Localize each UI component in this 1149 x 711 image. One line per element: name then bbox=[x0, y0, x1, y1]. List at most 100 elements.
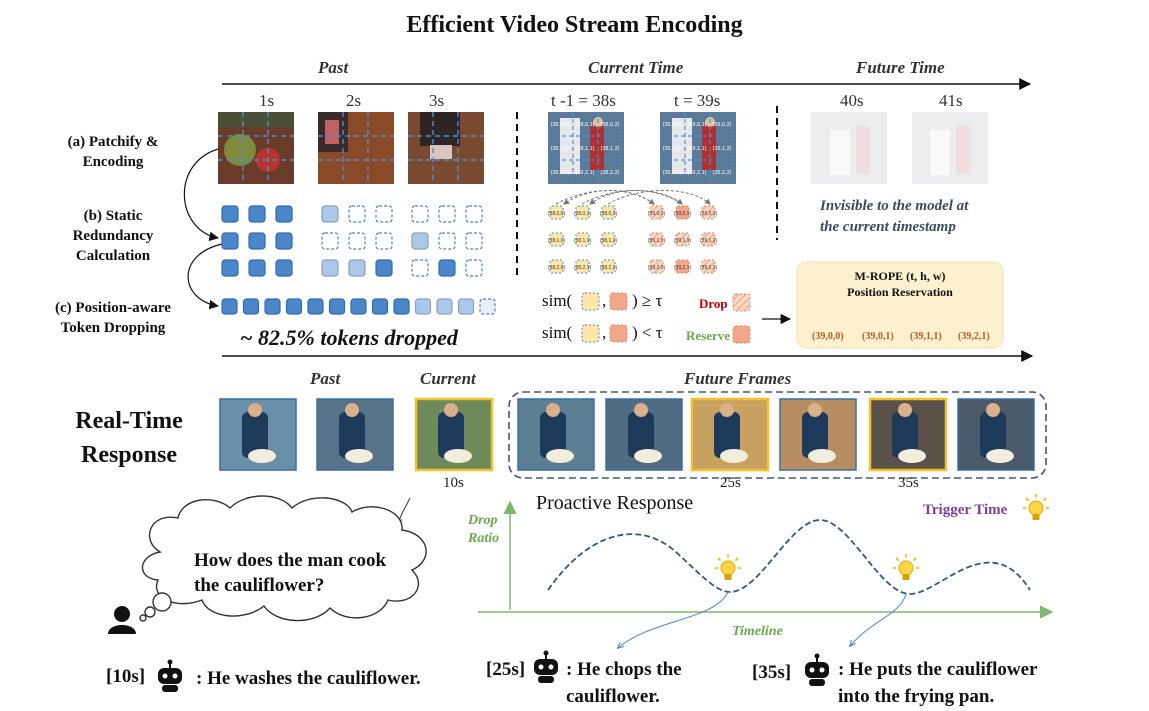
sim-reserve-token-b bbox=[609, 324, 628, 343]
realtime-response-title: Real-Time Response bbox=[75, 408, 183, 468]
drop-label: Drop bbox=[699, 296, 728, 311]
prev-frame-token bbox=[601, 205, 616, 220]
kept-token bbox=[285, 298, 303, 315]
past-token bbox=[438, 205, 456, 223]
kept-token bbox=[479, 298, 496, 315]
lightbulb-icon bbox=[1023, 494, 1049, 520]
reserve-legend-token bbox=[732, 325, 751, 344]
kept-token bbox=[221, 298, 238, 315]
past-token bbox=[248, 259, 266, 277]
frame-coordinate-label: (39,2,2) bbox=[713, 170, 732, 176]
response-35s-time: [35s] bbox=[752, 662, 792, 683]
curr-frame-token bbox=[701, 259, 716, 274]
frame-coordinate-label: (39,1,1) bbox=[688, 146, 707, 152]
kept-token bbox=[414, 298, 432, 315]
user-question: How does the man cook the cauliflower? bbox=[194, 550, 387, 596]
prev-token-label: (38,2,1) bbox=[574, 265, 592, 271]
frame-coordinate-label: (38,2,0) bbox=[551, 170, 570, 176]
rt-time-10s: 10s bbox=[443, 475, 464, 491]
current-frame-grid-lines bbox=[548, 112, 736, 184]
frame-grid-labels: (38,0,0)(38,0,1)(38,0,2)(38,1,0)(38,1,1)… bbox=[551, 122, 732, 176]
cauliflower-shape bbox=[546, 449, 574, 463]
past-token bbox=[465, 232, 483, 250]
future-frame-41s bbox=[912, 112, 988, 184]
mrope-position-4: (39,2,1) bbox=[958, 331, 990, 342]
curr-token-label: (39,2,1) bbox=[674, 265, 692, 271]
sim-reserve-token-a bbox=[581, 324, 600, 343]
frame-coordinate-label: (38,0,1) bbox=[576, 122, 595, 128]
robot-icon bbox=[534, 650, 558, 683]
mrope-position-3: (39,1,1) bbox=[910, 331, 942, 342]
person-shape bbox=[980, 412, 1006, 458]
response-25s-time: [25s] bbox=[486, 659, 526, 680]
prev-token-label: (38,2,2) bbox=[600, 265, 618, 271]
token-layer: (38,0,0)(38,0,1)(38,0,2)(38,1,0)(38,1,1)… bbox=[221, 205, 986, 344]
person-shape bbox=[714, 412, 740, 458]
past-token bbox=[375, 259, 393, 277]
curr-token-label: (39,0,0) bbox=[648, 211, 666, 217]
prev-frame-token bbox=[549, 232, 564, 247]
sim-drop-prefix: sim( bbox=[542, 291, 573, 310]
cauliflower-shape bbox=[898, 449, 926, 463]
curr-frame-token bbox=[649, 232, 664, 247]
future-time-label: Future Time bbox=[856, 58, 945, 77]
prev-token-label: (38,2,0) bbox=[548, 265, 566, 271]
curr-frame-token bbox=[649, 259, 664, 274]
past-token bbox=[411, 259, 429, 277]
person-head bbox=[898, 403, 912, 417]
past-token bbox=[375, 205, 393, 223]
past-token bbox=[438, 232, 456, 250]
curr-frame-token bbox=[649, 205, 664, 220]
frame-coordinate-label: (38,2,1) bbox=[576, 170, 595, 176]
thought-cloud bbox=[139, 495, 427, 622]
rt-future-label: Future Frames bbox=[684, 369, 792, 388]
sim-reserve-comma: , bbox=[602, 323, 607, 342]
past-frame-3 bbox=[408, 112, 484, 184]
curr-token-label: (39,0,2) bbox=[700, 211, 718, 217]
past-token bbox=[275, 205, 293, 223]
kept-token bbox=[242, 298, 260, 315]
past-token bbox=[411, 232, 429, 250]
response-10s-text: : He washes the cauliflower. bbox=[196, 668, 421, 689]
lightbulb-icon bbox=[715, 554, 741, 580]
past-token bbox=[348, 232, 366, 250]
past-frame-2 bbox=[318, 112, 394, 184]
past-frame-grid-lines bbox=[218, 112, 484, 184]
kept-token bbox=[350, 298, 367, 315]
person-shape bbox=[628, 412, 654, 458]
current-frame-38s bbox=[548, 112, 624, 184]
bulb-layer bbox=[715, 494, 1049, 580]
sim-drop-token-a bbox=[581, 292, 600, 311]
past-token bbox=[411, 205, 429, 223]
past-time-1: 1s bbox=[259, 91, 275, 110]
flow-arrow-b-to-c bbox=[187, 243, 223, 310]
prev-frame-token bbox=[549, 259, 564, 274]
frame-coordinate-label: (39,2,1) bbox=[688, 170, 707, 176]
past-token bbox=[348, 205, 366, 223]
step-b-label: (b) Static Redundancy Calculation bbox=[72, 208, 154, 264]
curr-token-label: (39,1,1) bbox=[674, 238, 692, 244]
frame-coordinate-label: (39,1,0) bbox=[663, 146, 682, 152]
sim-reserve-prefix: sim( bbox=[542, 323, 573, 342]
person-shape bbox=[802, 412, 828, 458]
past-token bbox=[465, 259, 483, 277]
current-time-label: Current Time bbox=[588, 58, 684, 77]
flow-arrow-a-to-b bbox=[183, 147, 223, 242]
past-token bbox=[221, 259, 239, 277]
response-10s-time: [10s] bbox=[106, 666, 146, 687]
past-time-3: 3s bbox=[429, 91, 445, 110]
future-time-2: 41s bbox=[939, 91, 963, 110]
curr-frame-token bbox=[701, 232, 716, 247]
realtime-frames bbox=[219, 397, 1035, 472]
cauliflower-shape bbox=[345, 449, 373, 463]
frame-coordinate-label: (39,0,0) bbox=[663, 122, 682, 128]
mrope-box bbox=[796, 261, 1004, 349]
mrope-title-line1: M-ROPE (t, h, w) bbox=[854, 269, 946, 283]
past-token bbox=[321, 205, 339, 223]
sim-reserve-suffix: ) < τ bbox=[632, 323, 663, 342]
prev-frame-token bbox=[575, 259, 590, 274]
prev-token-label: (38,1,1) bbox=[574, 238, 592, 244]
prev-token-label: (38,0,1) bbox=[574, 211, 592, 217]
kept-token bbox=[393, 298, 410, 315]
